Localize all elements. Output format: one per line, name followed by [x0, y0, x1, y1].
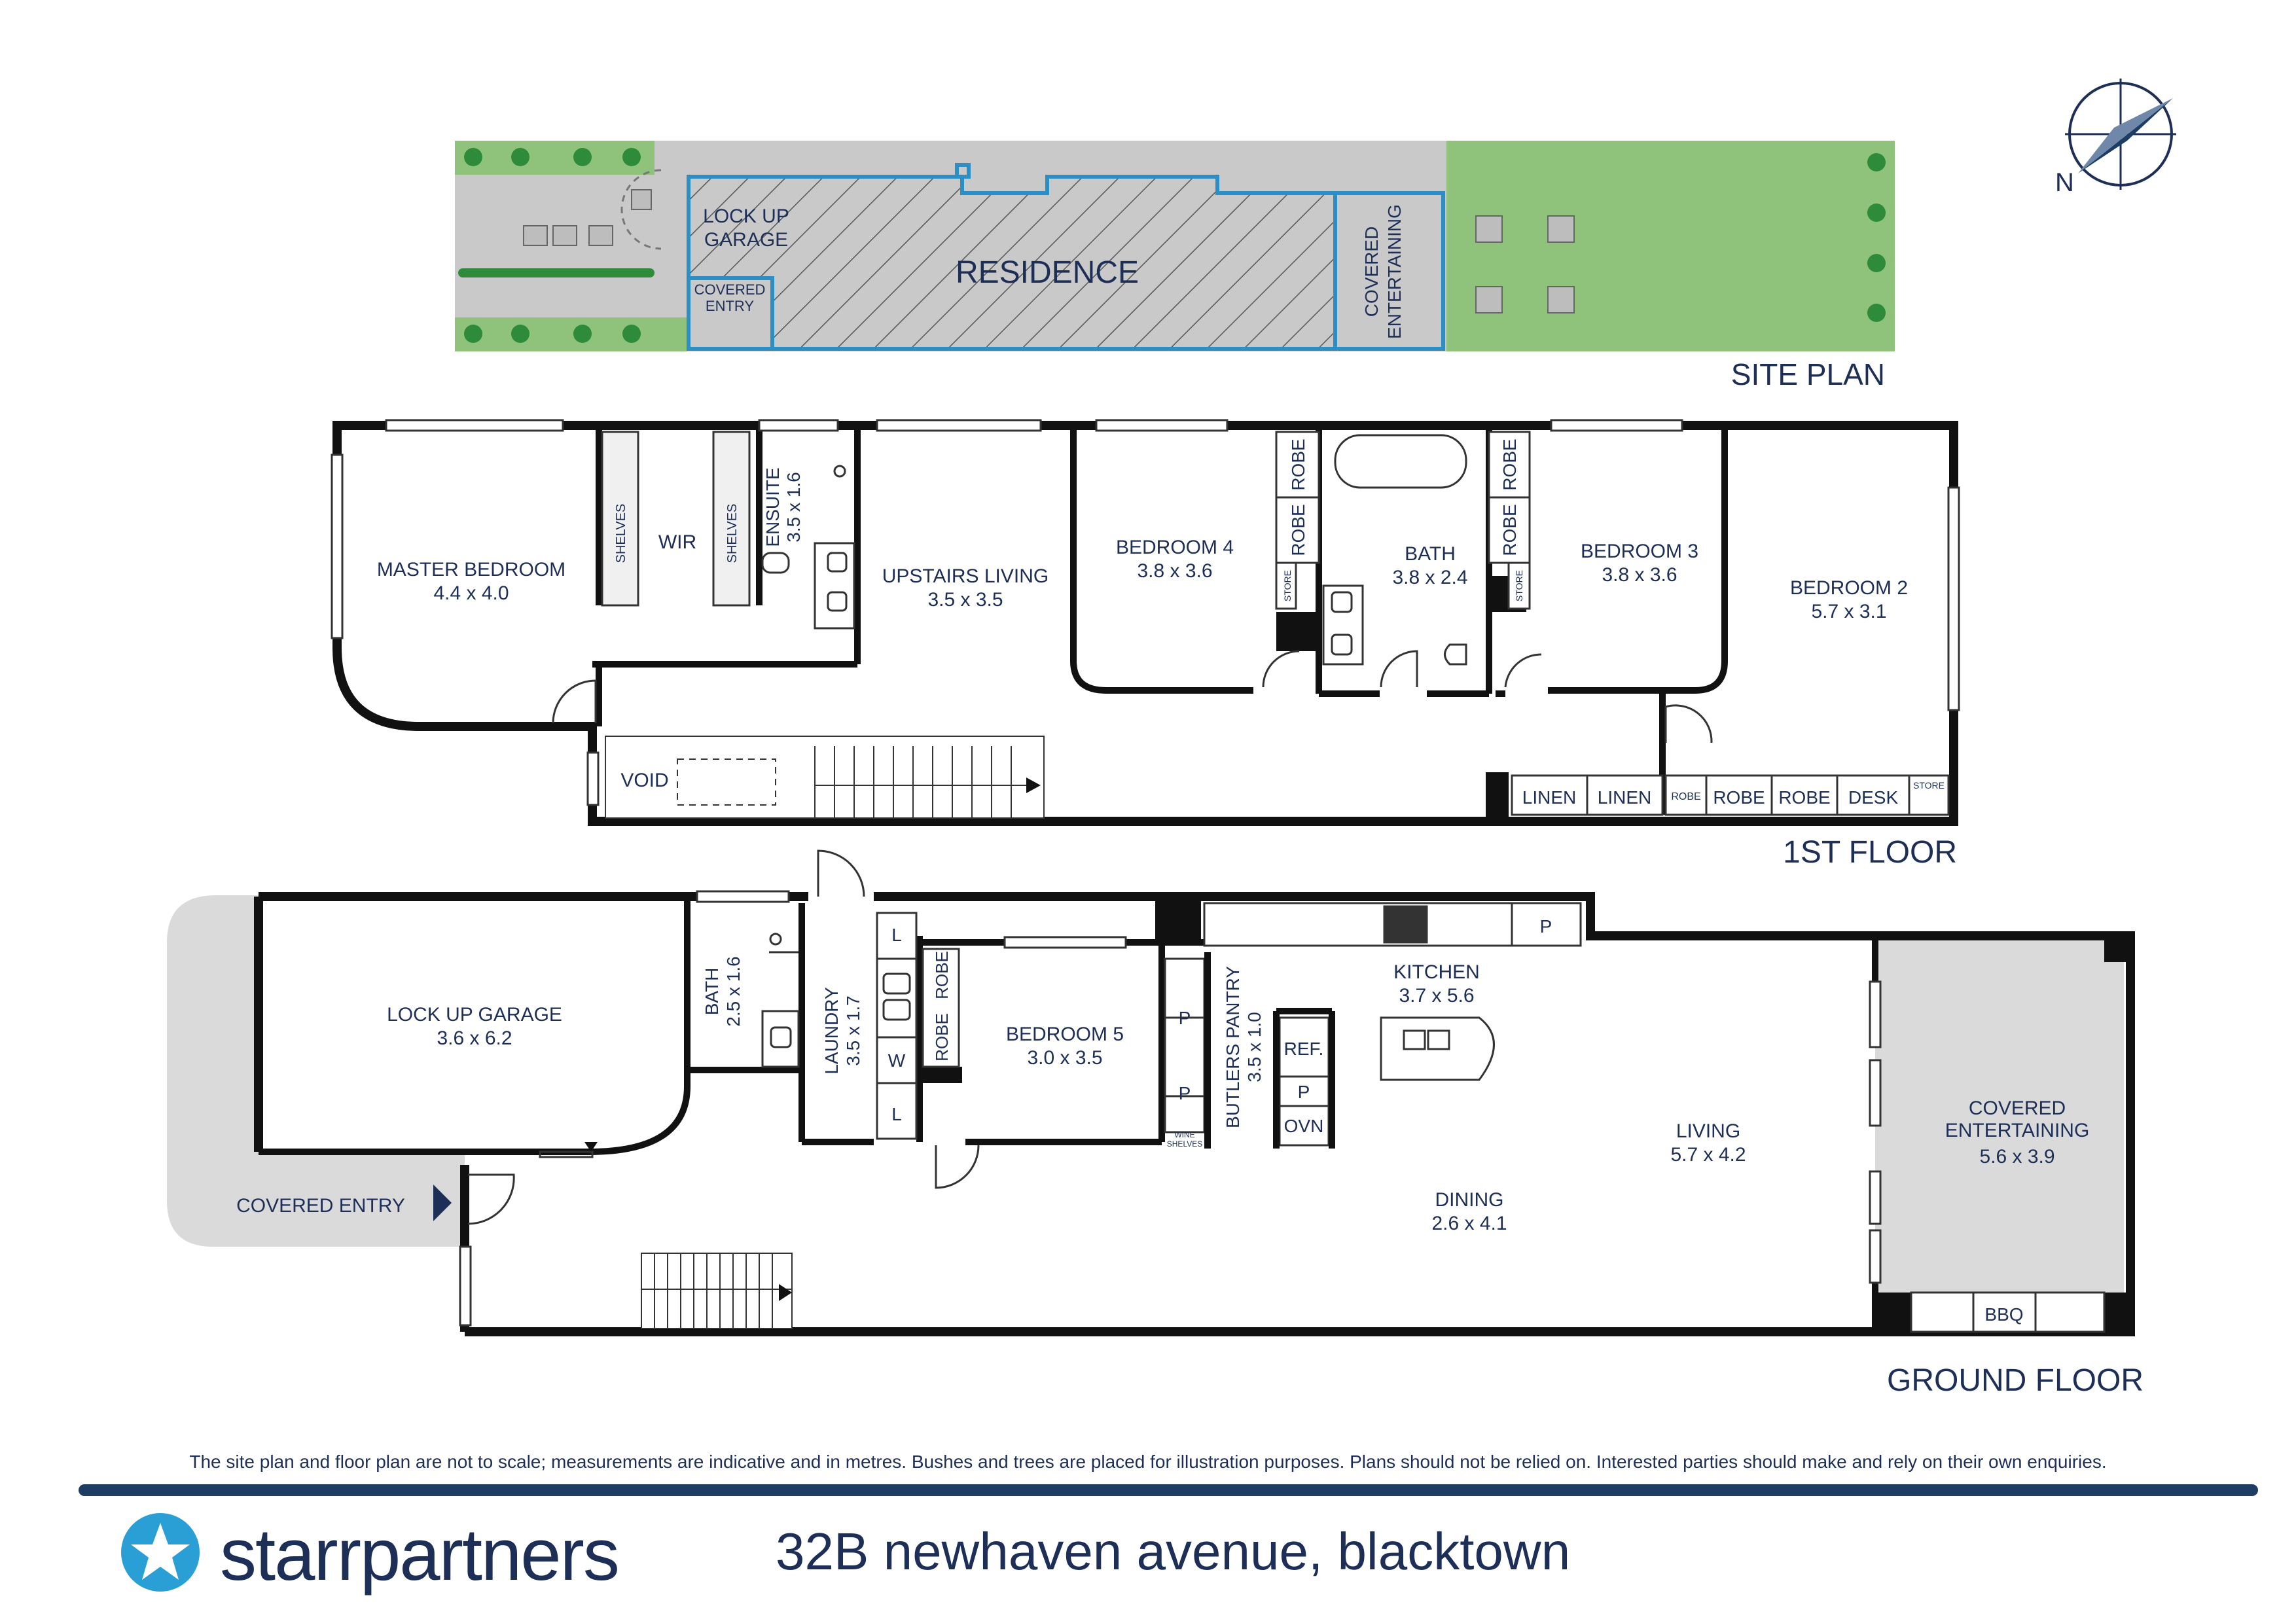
gf-bbq-label: BBQ	[1984, 1304, 2023, 1325]
site-residence-label: RESIDENCE	[956, 255, 1139, 290]
ff-upstairs-living-label: UPSTAIRS LIVING	[882, 565, 1049, 587]
gf-kitchen-label: KITCHEN	[1393, 961, 1480, 983]
ff-bedroom-2-size: 5.7 x 3.1	[1811, 601, 1886, 622]
compass-rose-icon: N	[2055, 79, 2176, 197]
site-garage-label: GARAGE	[704, 229, 788, 251]
ff-linen-label: LINEN	[1598, 787, 1651, 808]
gf-dining-label: DINING	[1435, 1189, 1504, 1211]
ff-bedroom-3-label: BEDROOM 3	[1581, 541, 1698, 562]
north-label: N	[2055, 168, 2074, 197]
gf-laundry-l-label: L	[891, 1104, 902, 1124]
footer-divider	[79, 1484, 2258, 1496]
ff-robe-label: ROBE	[1778, 787, 1830, 808]
gf-wine-shelves-label: WINE	[1174, 1130, 1194, 1139]
gf-pantry-p-label: P	[1298, 1082, 1310, 1102]
gf-pantry-p-label: P	[1540, 916, 1552, 936]
gf-laundry-size: 3.5 x 1.7	[843, 995, 863, 1065]
site-covered-entry-label: COVERED	[694, 281, 766, 298]
ff-robe-label: ROBE	[1499, 504, 1520, 556]
ff-robe-label: ROBE	[1713, 787, 1765, 808]
entry-arrow-icon	[433, 1185, 452, 1221]
gf-pantry-p-label: P	[1179, 1083, 1191, 1103]
gf-butlers-pantry-label: BUTLERS PANTRY	[1223, 966, 1243, 1128]
gf-living-size: 5.7 x 4.2	[1670, 1144, 1746, 1166]
ff-wir-label: WIR	[658, 531, 696, 553]
site-garage-label: LOCK UP	[703, 205, 789, 227]
garden-pavers	[1475, 215, 1575, 313]
brand-logo: starrpartners	[115, 1505, 620, 1603]
ground-floor-plan: L W L ROBE ROBE P P WINE SHELVES REF. P …	[167, 849, 2144, 1398]
ff-robe-label: ROBE	[1671, 791, 1700, 802]
site-plan: LOCK UP GARAGE COVERED ENTRY RESIDENCE C…	[455, 141, 1895, 391]
gf-oven-label: OVN	[1284, 1116, 1324, 1136]
ff-bedroom-4-size: 3.8 x 3.6	[1137, 560, 1212, 582]
site-plan-title: SITE PLAN	[1731, 357, 1885, 391]
gf-laundry-w-label: W	[888, 1050, 906, 1071]
ff-bath-size: 3.8 x 2.4	[1392, 567, 1467, 588]
ff-stairs	[814, 746, 1031, 818]
ff-bedroom-2-label: BEDROOM 2	[1790, 577, 1908, 599]
ff-upstairs-living-size: 3.5 x 3.5	[927, 589, 1003, 611]
gf-covered-entertaining-size: 5.6 x 3.9	[1979, 1146, 2054, 1168]
gf-garage-size: 3.6 x 6.2	[437, 1027, 512, 1049]
ff-bath-label: BATH	[1405, 543, 1456, 565]
ff-master-bedroom-size: 4.4 x 4.0	[433, 582, 509, 604]
ff-robe-label: ROBE	[1499, 438, 1520, 490]
ff-robe-label: ROBE	[1288, 438, 1308, 490]
ff-linen-label: LINEN	[1522, 787, 1576, 808]
gf-laundry-l-label: L	[891, 925, 902, 945]
gf-covered-entertaining-label: COVERED	[1969, 1097, 2066, 1119]
hedge-icon	[458, 268, 655, 277]
ff-store-label: STORE	[1913, 780, 1945, 791]
gf-robe-label: ROBE	[932, 1013, 952, 1061]
ff-robe-label: ROBE	[1288, 504, 1308, 556]
gf-covered-entry-label: COVERED ENTRY	[236, 1195, 405, 1217]
brand-name: starrpartners	[220, 1513, 620, 1596]
ff-shelves-label: SHELVES	[614, 504, 628, 563]
ff-ensuite-label: ENSUITE	[762, 467, 783, 546]
site-covered-entry-label: ENTRY	[706, 298, 754, 314]
ff-ensuite-size: 3.5 x 1.6	[783, 472, 804, 542]
ff-void-label: VOID	[620, 770, 668, 791]
property-address: 32B newhaven avenue, blacktown	[776, 1522, 1571, 1580]
ff-store-label: STORE	[1514, 570, 1524, 601]
gf-bedroom-5-size: 3.0 x 3.5	[1027, 1047, 1102, 1069]
gf-bedroom-5-label: BEDROOM 5	[1006, 1024, 1124, 1045]
gf-dining-size: 2.6 x 4.1	[1431, 1213, 1507, 1234]
ground-floor-title: GROUND FLOOR	[1887, 1363, 2144, 1398]
site-covered-entertaining-label: ENTERTAINING	[1384, 204, 1405, 339]
gf-robe-label: ROBE	[932, 951, 952, 999]
ff-bedroom-3-size: 3.8 x 3.6	[1602, 564, 1677, 586]
ff-master-bedroom-label: MASTER BEDROOM	[377, 559, 565, 580]
gf-bath-label: BATH	[702, 968, 722, 1016]
gf-bath-size: 2.5 x 1.6	[723, 956, 744, 1026]
gf-garage-label: LOCK UP GARAGE	[387, 1004, 562, 1026]
starr-star-icon	[121, 1513, 200, 1592]
first-floor-title: 1ST FLOOR	[1783, 835, 1957, 870]
first-floor-plan: SHELVES SHELVES ROBE ROBE STORE ROBE ROB…	[331, 419, 1960, 870]
disclaimer-text: The site plan and floor plan are not to …	[189, 1452, 2107, 1472]
ff-store-label: STORE	[1282, 570, 1293, 601]
tree-icon	[464, 148, 1886, 343]
gf-living-label: LIVING	[1676, 1120, 1740, 1142]
ff-bedroom-4-label: BEDROOM 4	[1116, 537, 1234, 558]
gf-stairs	[641, 1253, 793, 1329]
gf-butlers-pantry-size: 3.5 x 1.0	[1244, 1012, 1265, 1082]
site-covered-entertaining-label: COVERED	[1361, 226, 1382, 317]
gf-kitchen-size: 3.7 x 5.6	[1399, 985, 1474, 1007]
gf-wine-shelves-label: SHELVES	[1167, 1139, 1202, 1149]
ff-shelves-label: SHELVES	[725, 504, 740, 563]
gf-covered-entertaining-label: ENTERTAINING	[1945, 1120, 2090, 1141]
gf-pantry-p-label: P	[1179, 1008, 1191, 1028]
ff-desk-label: DESK	[1848, 787, 1899, 808]
gf-ref-label: REF.	[1284, 1039, 1324, 1059]
gf-laundry-label: LAUNDRY	[821, 987, 842, 1075]
